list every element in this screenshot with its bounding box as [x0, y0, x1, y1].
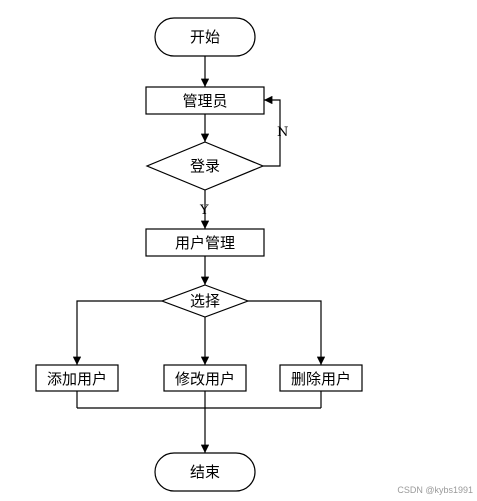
edge-login-no: [263, 95, 281, 167]
watermark: CSDN @kybs1991: [397, 485, 473, 495]
edit-user-node: 修改用户: [163, 364, 247, 392]
admin-label: 管理员: [182, 92, 227, 110]
start-label: 开始: [190, 28, 220, 46]
edge-select-add: [72, 300, 162, 365]
select-label: 选择: [190, 292, 220, 310]
end-label: 结束: [190, 463, 220, 481]
delete-user-node: 删除用户: [279, 364, 363, 392]
no-label: N: [277, 125, 288, 140]
login-decision: 登录: [145, 141, 265, 191]
user-mgmt-node: 用户管理: [145, 228, 265, 257]
login-label: 登录: [190, 157, 220, 175]
add-user-label: 添加用户: [47, 370, 107, 388]
add-user-node: 添加用户: [35, 364, 119, 392]
edit-user-label: 修改用户: [175, 370, 235, 388]
yes-label: Y: [199, 203, 209, 218]
admin-node: 管理员: [145, 86, 265, 115]
user-mgmt-label: 用户管理: [175, 234, 235, 252]
edge-select-delete: [248, 300, 326, 365]
start-node: 开始: [154, 17, 256, 57]
select-decision: 选择: [160, 284, 250, 318]
delete-user-label: 删除用户: [291, 370, 351, 388]
end-node: 结束: [154, 452, 256, 492]
